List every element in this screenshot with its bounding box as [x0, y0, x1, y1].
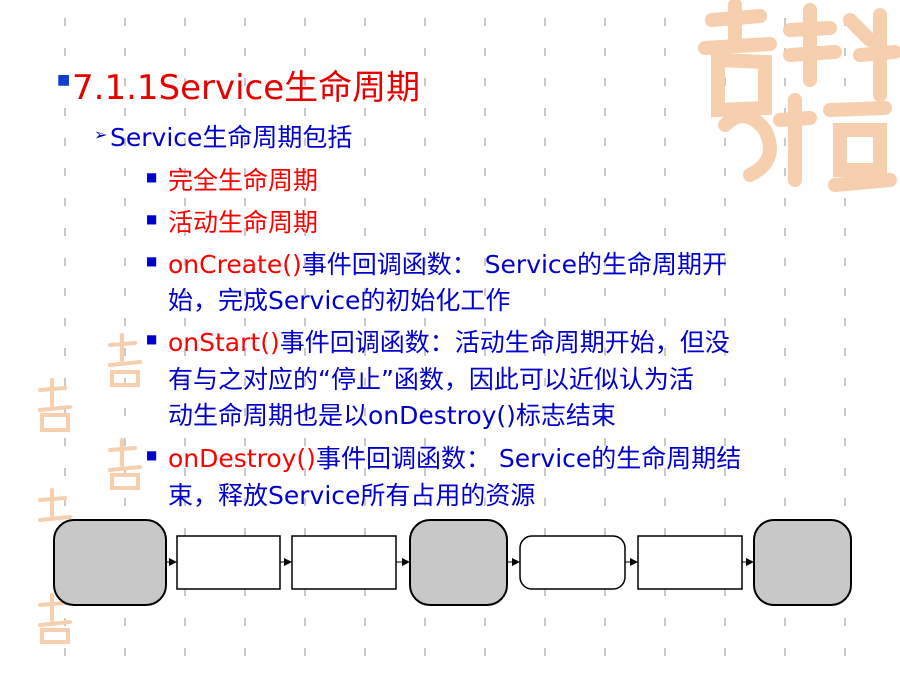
item-text: 事件回调函数： Service的生命周期开: [301, 250, 728, 279]
list-item: ■ onDestroy()事件回调函数： Service的生命周期结: [146, 439, 742, 475]
lifecycle-node-running: [409, 519, 508, 606]
square-bullet-icon: ■: [146, 448, 158, 462]
square-bullet-icon: ■: [146, 332, 158, 346]
item-continuation: 有与之对应的“停止”函数，因此可以近似认为活: [168, 365, 694, 394]
item-highlight: onStart(): [168, 328, 280, 357]
list-item: ■ 活动生命周期: [146, 203, 319, 239]
item-highlight: onDestroy(): [168, 444, 316, 473]
arrow-bullet-icon: ➢: [94, 125, 108, 144]
list-item: ■ onStart()事件回调函数：活动生命周期开始，但没: [146, 323, 730, 359]
lifecycle-flow-diagram: [53, 519, 852, 606]
item-continuation: 束，释放Service所有占用的资源: [168, 481, 536, 510]
item-continuation: 始，完成Service的初始化工作: [168, 286, 511, 315]
slide-title: ■ 7.1.1Service生命周期: [57, 60, 421, 109]
item-highlight: 活动生命周期: [168, 208, 319, 237]
lifecycle-node-start: [53, 519, 167, 606]
item-highlight: 完全生命周期: [168, 166, 319, 195]
small-watermark-icons: [38, 333, 142, 644]
title-bullet-icon: ■: [57, 72, 71, 88]
lifecycle-node-step-1: [176, 535, 281, 590]
subtitle-line: ➢ Service生命周期包括: [94, 118, 353, 154]
lifecycle-node-step-2: [291, 535, 397, 590]
list-item: ■ 完全生命周期: [146, 161, 319, 197]
item-highlight: onCreate(): [168, 250, 302, 279]
calligraphy-watermark-icon: [698, 0, 900, 192]
subtitle-text: Service生命周期包括: [110, 123, 353, 152]
lifecycle-node-step-3: [519, 535, 626, 590]
item-continuation: 动生命周期也是以onDestroy()标志结束: [168, 401, 616, 430]
item-text: 事件回调函数：活动生命周期开始，但没: [279, 328, 730, 357]
lifecycle-node-step-4: [637, 535, 743, 590]
item-text: 事件回调函数： Service的生命周期结: [315, 444, 742, 473]
list-item: ■ onCreate()事件回调函数： Service的生命周期开: [146, 245, 728, 281]
title-text: 7.1.1Service生命周期: [72, 68, 421, 108]
square-bullet-icon: ■: [146, 170, 158, 184]
square-bullet-icon: ■: [146, 212, 158, 226]
lifecycle-node-end: [753, 519, 852, 606]
square-bullet-icon: ■: [146, 254, 158, 268]
